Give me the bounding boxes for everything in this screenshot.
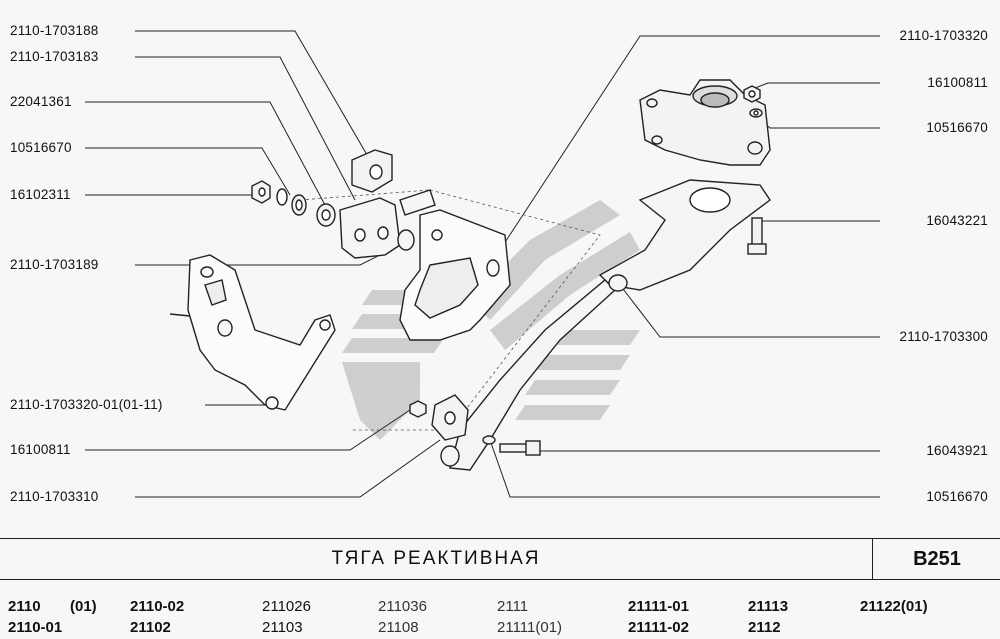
model-code: 21111-02 xyxy=(628,619,689,636)
model-code: 211026 xyxy=(262,598,311,615)
part-label[interactable]: 2110-1703320-01(01-11) xyxy=(10,397,163,412)
model-code: 21113 xyxy=(748,598,789,615)
page-title: ТЯГА РЕАКТИВНАЯ xyxy=(331,548,541,569)
part-label[interactable]: 10516670 xyxy=(926,489,988,504)
part-label[interactable]: 2110-1703320 xyxy=(899,28,988,43)
divider xyxy=(0,579,1000,580)
model-code: 21122(01) xyxy=(860,598,928,615)
left-bracket xyxy=(169,254,336,411)
part-label[interactable]: 16100811 xyxy=(10,442,71,457)
clamp-bracket xyxy=(339,189,436,259)
model-code: 2110-01 xyxy=(8,619,63,636)
part-label[interactable]: 2110-1703183 xyxy=(10,49,99,64)
part-label[interactable]: 16100811 xyxy=(927,75,988,90)
leader-lines xyxy=(85,30,880,498)
model-code: 2111 xyxy=(497,598,529,615)
part-label[interactable]: 16043221 xyxy=(926,213,988,228)
divider xyxy=(0,538,1000,539)
model-code: 21108 xyxy=(378,619,419,636)
watermark-logo xyxy=(342,200,640,440)
model-code: 21111-01 xyxy=(628,598,689,615)
square-bushing xyxy=(351,149,393,193)
part-label[interactable]: 10516670 xyxy=(10,140,72,155)
divider xyxy=(872,538,873,580)
model-code: (01) xyxy=(70,598,97,615)
model-code: 21103 xyxy=(262,619,303,636)
assembly-guide-lines xyxy=(299,189,601,431)
model-code: 21102 xyxy=(130,619,171,636)
reaction-rod xyxy=(440,179,771,471)
part-label[interactable]: 2110-1703188 xyxy=(10,23,99,38)
part-label[interactable]: 22041361 xyxy=(10,94,72,109)
model-code: 211036 xyxy=(378,598,427,615)
nut-washer-set xyxy=(251,180,336,227)
section-code: В251 xyxy=(913,548,961,570)
lower-fittings xyxy=(409,394,541,456)
part-label[interactable]: 2110-1703189 xyxy=(10,257,99,272)
model-code: 2112 xyxy=(748,619,781,636)
part-label[interactable]: 2110-1703300 xyxy=(899,329,988,344)
model-code: 2110-02 xyxy=(130,598,185,615)
model-code: 2110 xyxy=(8,598,41,615)
part-label[interactable]: 10516670 xyxy=(926,120,988,135)
part-label[interactable]: 2110-1703310 xyxy=(10,489,99,504)
nut-washer-right xyxy=(743,85,763,118)
part-label[interactable]: 16043921 xyxy=(926,443,988,458)
middle-bracket xyxy=(399,209,511,341)
bolt-upper xyxy=(747,217,767,255)
upper-mount xyxy=(639,79,771,166)
parts-exploded-diagram xyxy=(85,30,880,498)
model-code: 21111(01) xyxy=(497,619,563,636)
part-label[interactable]: 16102311 xyxy=(10,187,71,202)
